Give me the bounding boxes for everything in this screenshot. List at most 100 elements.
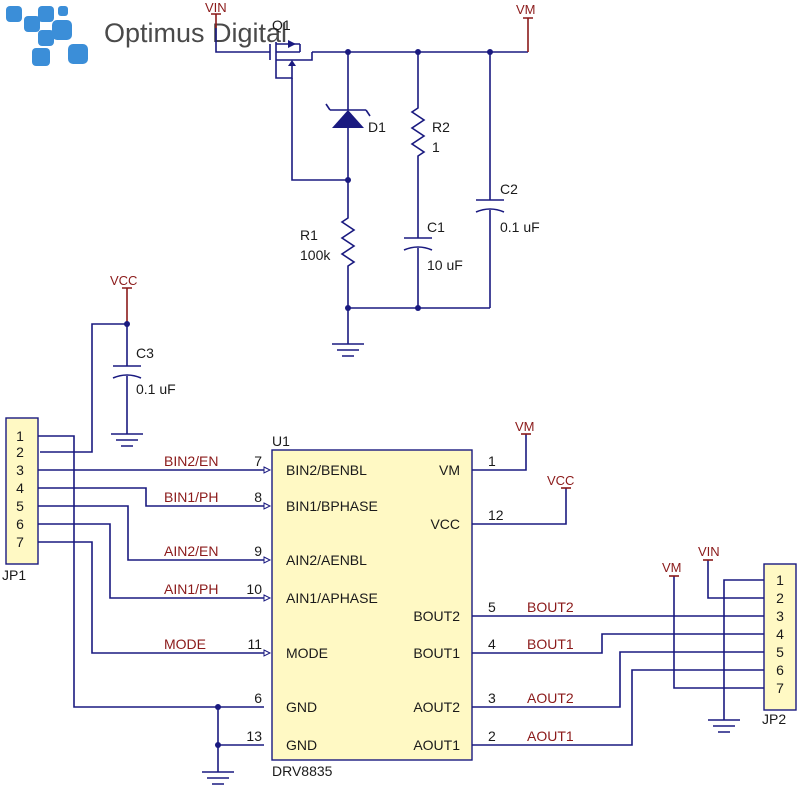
jp2-label: JP2	[762, 711, 786, 727]
jp2-pin-5: 5	[776, 644, 784, 660]
input-arrow-icon	[263, 556, 272, 564]
vin-label: VIN	[205, 0, 227, 15]
wire-bin1	[38, 487, 264, 507]
r1-resistor: R1 100k	[300, 180, 356, 308]
net-label-bin2-en: BIN2/EN	[164, 453, 218, 469]
u1-pin-aout2: AOUT2	[413, 699, 460, 715]
jp1-pin-5: 5	[16, 498, 24, 514]
connections: 12345671234567BIN2/BENBL7BIN2/ENBIN1/BPH…	[16, 419, 784, 785]
c2-value: 0.1 uF	[500, 219, 540, 235]
net-label-ain2-en: AIN2/EN	[164, 543, 218, 559]
u1-pin-num-2: 2	[488, 728, 496, 744]
input-arrow-icon	[263, 594, 272, 602]
jp2-pin-1: 1	[776, 572, 784, 588]
input-arrow-icon	[263, 502, 272, 510]
c1-capacitor: C1 10 uF	[403, 219, 463, 308]
u1-pin-mode: MODE	[286, 645, 328, 661]
vin-power-symbol: VIN	[205, 0, 227, 28]
optimus-digital-logo: Optimus Digital	[6, 6, 287, 66]
u1-pin-num-3: 3	[488, 690, 496, 706]
wire-jp2-vin	[707, 560, 764, 599]
wire-jp2-gnd	[708, 579, 764, 733]
u1-pin-num-6: 6	[254, 690, 262, 706]
c3-section: VCC C3 0.1 uF	[40, 273, 176, 453]
d1-label: D1	[368, 119, 386, 135]
u1-pin-num-5: 5	[488, 599, 496, 615]
c3-value: 0.1 uF	[136, 381, 176, 397]
jp1-pin-7: 7	[16, 534, 24, 550]
u1-pin-num-11: 11	[247, 636, 262, 652]
r2-ref: R2	[432, 119, 450, 135]
input-arrow-icon	[263, 466, 272, 474]
jp1-pin-4: 4	[16, 480, 24, 496]
r1-value: 100k	[300, 247, 331, 263]
u1-pin-ain1-aphase: AIN1/APHASE	[286, 590, 378, 606]
jp1-pin-1: 1	[16, 428, 24, 444]
c1-ref: C1	[427, 219, 445, 235]
vcc-power-symbol-left: VCC	[110, 273, 137, 324]
jp2-pin-7: 7	[776, 680, 784, 696]
wire-aout2	[472, 651, 764, 708]
jp2-pin-3: 3	[776, 608, 784, 624]
wire-ain1	[38, 523, 264, 599]
u1-pin-bout1: BOUT1	[413, 645, 460, 661]
net-label-aout2: AOUT2	[527, 690, 574, 706]
input-arrow-icon	[263, 649, 272, 657]
net-label-mode: MODE	[164, 636, 206, 652]
logo-text: Optimus Digital	[104, 18, 287, 48]
u1-pin-gnd: GND	[286, 699, 317, 715]
ground-symbol-bottom	[202, 745, 234, 785]
u1-pin-vm: VM	[439, 462, 460, 478]
net-label-aout1: AOUT1	[527, 728, 574, 744]
jp1-label: JP1	[2, 567, 26, 583]
u1-pin-num-7: 7	[254, 453, 262, 469]
u1-pin-num-12: 12	[488, 507, 504, 523]
jp1-pin-3: 3	[16, 462, 24, 478]
u1-pin-num-4: 4	[488, 636, 496, 652]
u1-pin-num-1: 1	[488, 453, 496, 469]
wire-ain2	[38, 505, 264, 561]
u1-pin-gnd: GND	[286, 737, 317, 753]
u1-ref: U1	[272, 433, 290, 449]
vm-jp2-label: VM	[662, 560, 682, 575]
vm-top-label: VM	[516, 2, 536, 17]
u1-pin-num-9: 9	[254, 543, 262, 559]
vm-power-symbol-top: VM	[516, 2, 536, 52]
wire-mode	[38, 541, 264, 654]
vcc-right-label: VCC	[547, 473, 574, 488]
q1-mosfet: Q1	[262, 17, 313, 79]
power-section: VIN Q1 VM D1	[205, 0, 540, 357]
jp1-pin-2: 2	[16, 444, 24, 460]
d1-zener-diode: D1	[325, 52, 386, 180]
vin-right-label: VIN	[698, 544, 720, 559]
vcc-left-label: VCC	[110, 273, 137, 288]
c2-ref: C2	[500, 181, 518, 197]
net-label-bout1: BOUT1	[527, 636, 574, 652]
u1-ic: U1 DRV8835	[271, 433, 473, 779]
net-label-ain1-ph: AIN1/PH	[164, 581, 218, 597]
wire-aout1	[472, 669, 764, 746]
wire-vcc	[472, 488, 567, 525]
vm-right-label: VM	[515, 419, 535, 434]
u1-pin-ain2-aenbl: AIN2/AENBL	[286, 552, 367, 568]
c2-capacitor: C2 0.1 uF	[475, 52, 540, 308]
junction-dot	[215, 704, 221, 710]
net-label-bout2: BOUT2	[527, 599, 574, 615]
u1-pin-num-8: 8	[254, 489, 262, 505]
wire-gnd-jp1	[38, 435, 264, 708]
r2-value: 1	[432, 139, 440, 155]
u1-part: DRV8835	[272, 763, 333, 779]
jp1-pin-6: 6	[16, 516, 24, 532]
ground-symbol-top	[332, 308, 364, 357]
jp2-connector: JP2	[762, 563, 797, 727]
jp2-pin-2: 2	[776, 590, 784, 606]
u1-pin-vcc: VCC	[430, 516, 460, 532]
wire-vm	[472, 434, 527, 471]
jp2-pin-6: 6	[776, 662, 784, 678]
r2-resistor: R2 1	[410, 52, 450, 238]
logo-mark-icon	[6, 6, 88, 66]
q1-label: Q1	[272, 17, 291, 33]
u1-pin-num-13: 13	[246, 728, 262, 744]
jp1-connector: JP1	[2, 417, 39, 583]
